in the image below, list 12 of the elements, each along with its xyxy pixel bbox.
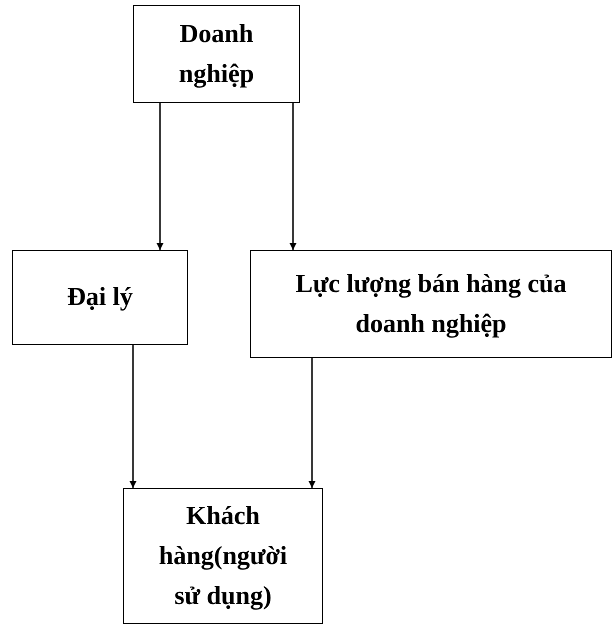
arrow bbox=[156, 103, 164, 250]
node-label: Doanh nghiệp bbox=[178, 18, 254, 88]
node-label: Khách hàng(người sử dụng) bbox=[158, 500, 288, 610]
sales-force-box bbox=[250, 250, 612, 358]
arrow bbox=[130, 345, 136, 488]
arrow bbox=[308, 358, 316, 488]
company-box bbox=[133, 5, 300, 103]
node-label: Lực lượng bán hàng của doanh nghiệp bbox=[295, 268, 566, 338]
agent-box bbox=[12, 250, 188, 345]
customer-box bbox=[123, 488, 323, 624]
arrow bbox=[290, 103, 296, 250]
node-label: Đại lý bbox=[67, 282, 133, 312]
